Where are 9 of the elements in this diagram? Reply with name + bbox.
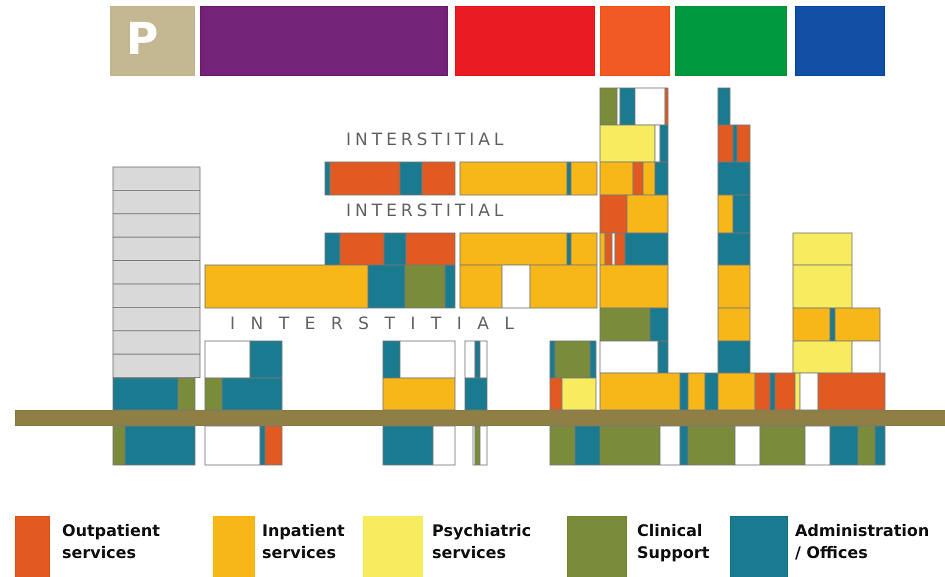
floor-label: INTERSTITIAL xyxy=(346,201,508,221)
legend-label: Psychiatric services xyxy=(432,520,532,564)
floor-label: INTERSTITIAL xyxy=(346,130,508,150)
legend-label: Administration / Offices xyxy=(795,520,930,564)
legend-label: Clinical Support xyxy=(637,520,710,564)
floor-label: INTERSTITIAL xyxy=(230,314,530,334)
legend-label: Outpatient services xyxy=(62,520,161,564)
legend-label: Inpatient services xyxy=(262,520,346,564)
level-label: P xyxy=(126,14,158,66)
